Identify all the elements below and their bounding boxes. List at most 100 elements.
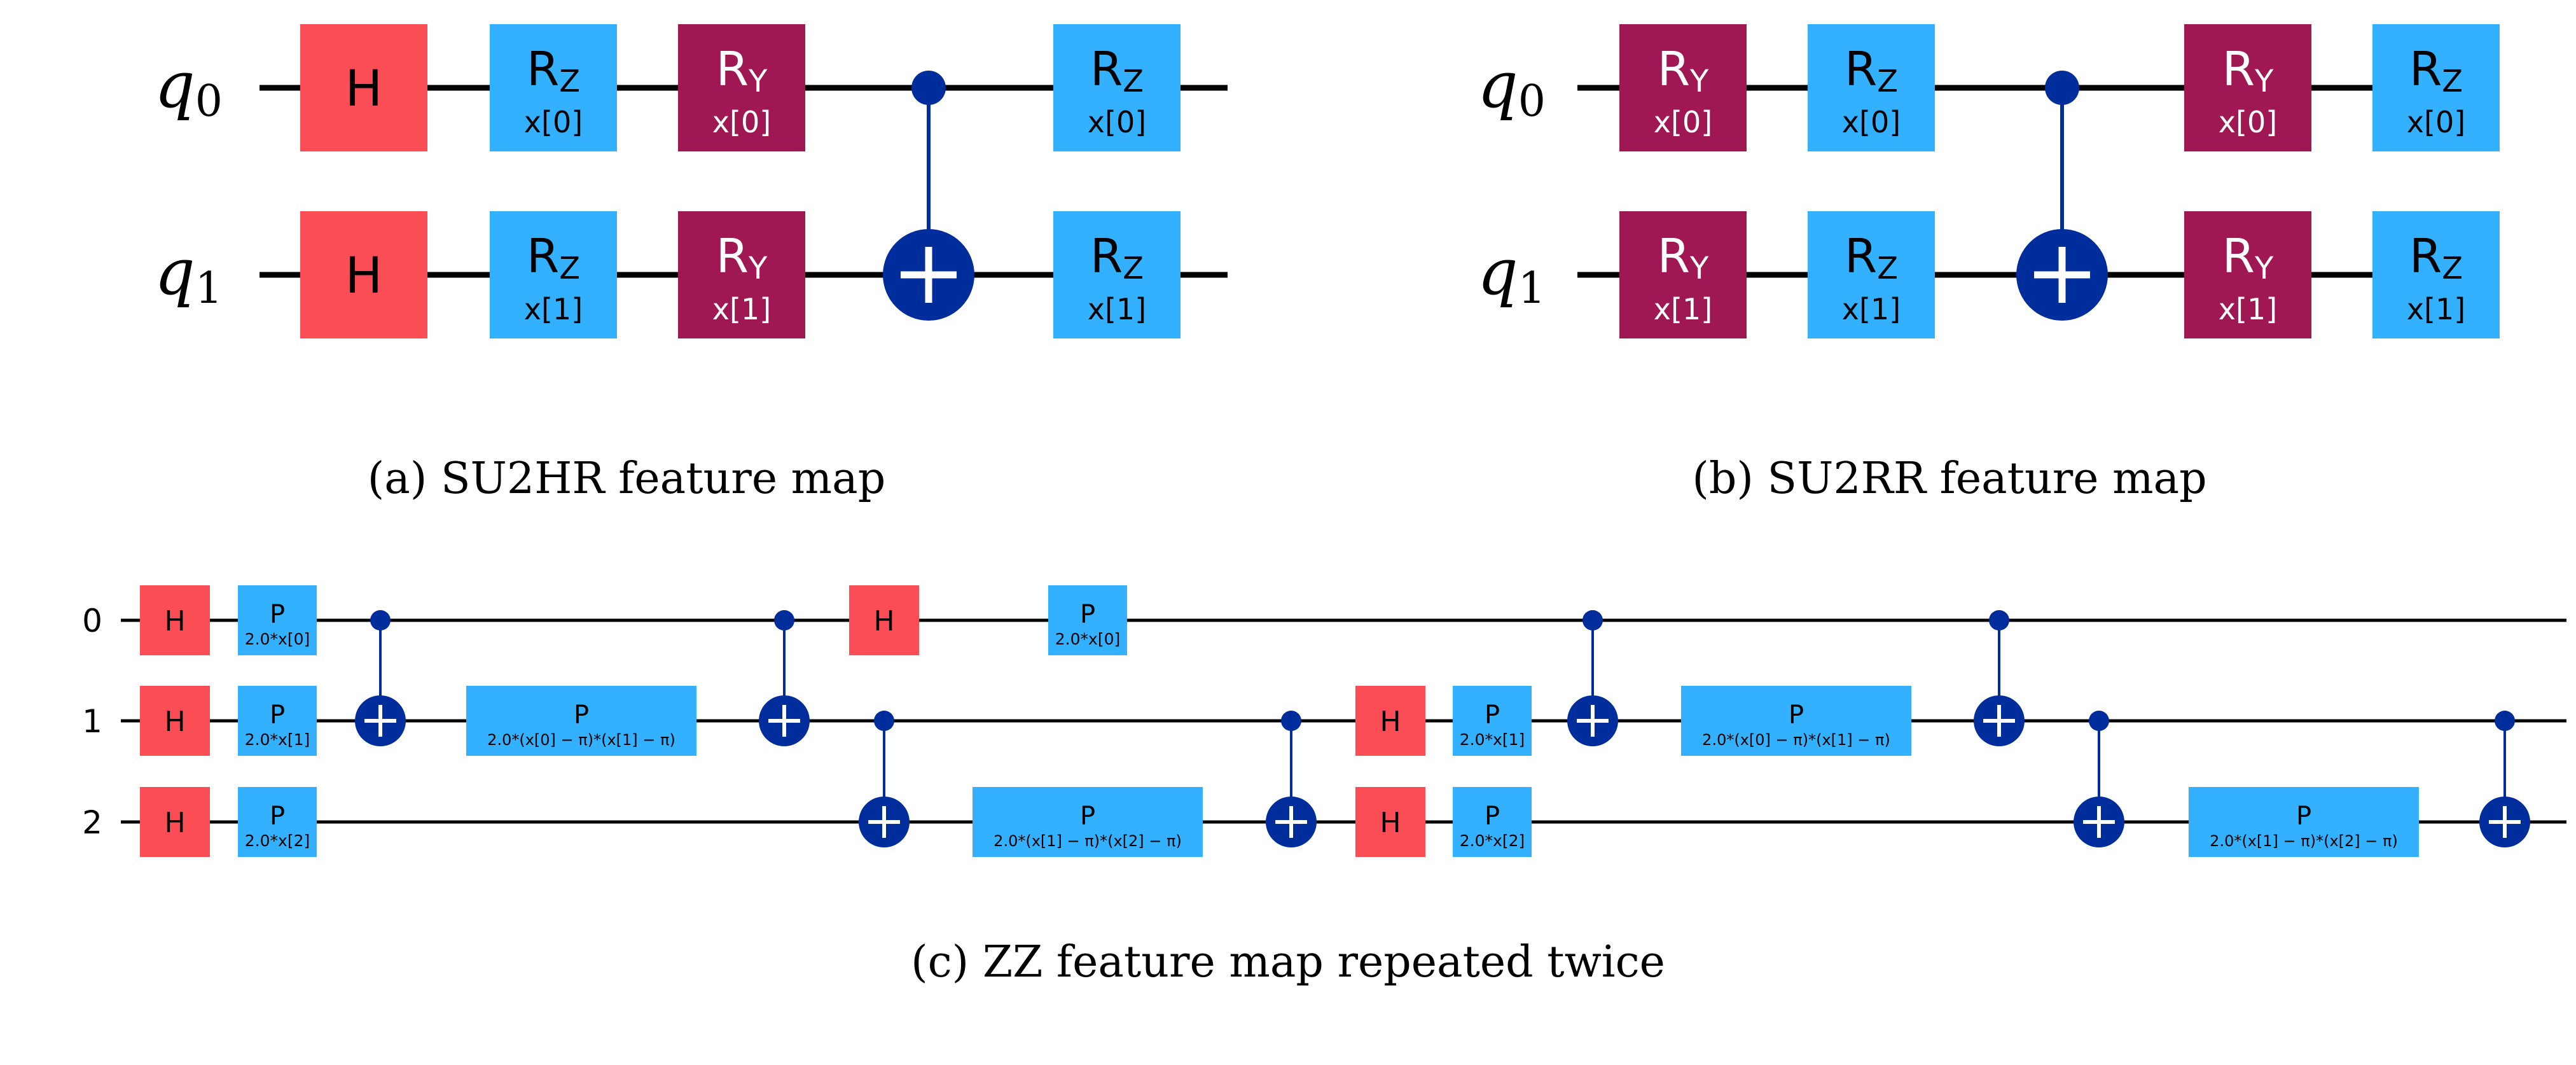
panel-a-su2hr-circuit: q0q1HHRZx[0]RZx[1]RYx[0]RYx[1]RZx[0]RZx[… bbox=[155, 24, 1228, 338]
gate-label: RY bbox=[1658, 229, 1709, 286]
gate-label: RZ bbox=[1845, 42, 1898, 99]
gate-ry: RYx[1] bbox=[678, 211, 805, 338]
gate-label: RY bbox=[1658, 42, 1709, 99]
qubit-label-1: q1 bbox=[1478, 235, 1546, 314]
gate-ry: RYx[0] bbox=[2184, 24, 2311, 151]
gate-box bbox=[140, 585, 210, 655]
gate-rz: RZ x[1] bbox=[1053, 211, 1181, 338]
gate-box bbox=[300, 211, 427, 338]
gate-param: x[0] bbox=[1654, 105, 1712, 139]
gate-rz: RZx[1] bbox=[2372, 211, 2500, 338]
gate-label: P bbox=[270, 700, 285, 730]
gate-param: 2.0*x[0] bbox=[1055, 630, 1120, 648]
panel-b-su2rr-circuit: q0q1RYx[0]RYx[1]RZx[0]RZx[1]RYx[0]RYx[1]… bbox=[1478, 24, 2500, 338]
gate-box bbox=[1355, 686, 1425, 756]
cnot-control-dot bbox=[1989, 610, 2009, 630]
gate-p: P2.0*x[1] bbox=[238, 686, 317, 756]
gate-label: P bbox=[2296, 802, 2311, 831]
gate-label: H bbox=[345, 60, 383, 118]
gate-label: RY bbox=[716, 42, 768, 99]
gate-p: P2.0*x[2] bbox=[1453, 787, 1532, 857]
gate-box bbox=[678, 24, 805, 151]
gate-ry: RYx[1] bbox=[2184, 211, 2311, 338]
gate-h: H bbox=[1355, 787, 1425, 857]
panel-c-zz-circuit: 012HHHP2.0*x[0]P2.0*x[1]P2.0*x[2]P2.0*(x… bbox=[82, 585, 2566, 857]
gate-p: P2.0*x[0] bbox=[238, 585, 317, 655]
gate-h: H bbox=[300, 24, 427, 151]
gate-label: RZ bbox=[527, 229, 580, 286]
gate-box bbox=[678, 211, 805, 338]
gate-h: H bbox=[140, 686, 210, 756]
gate-label: P bbox=[1485, 802, 1500, 831]
gate-box bbox=[1453, 787, 1532, 857]
gate-param: 2.0*(x[0] − π)*(x[1] − π) bbox=[1702, 731, 1890, 749]
gate-label: P bbox=[1789, 700, 1804, 730]
gate-label: RY bbox=[2222, 229, 2274, 286]
cnot-control-dot bbox=[874, 711, 894, 731]
gate-box bbox=[849, 585, 919, 655]
gate-label: H bbox=[345, 247, 383, 305]
qubit-label-0: 0 bbox=[82, 602, 102, 639]
gate-p: P2.0*x[0] bbox=[1048, 585, 1127, 655]
gate-p: P2.0*(x[1] − π)*(x[2] − π) bbox=[2189, 787, 2419, 857]
qubit-label-2: 2 bbox=[82, 804, 102, 841]
gate-h: H bbox=[1355, 686, 1425, 756]
gate-box bbox=[2372, 24, 2500, 151]
gate-rz: RZ x[0] bbox=[1808, 24, 1935, 151]
gate-label: RZ bbox=[1845, 229, 1898, 286]
gate-label: RZ bbox=[2409, 229, 2463, 286]
gate-box bbox=[140, 686, 210, 756]
gate-h: H bbox=[849, 585, 919, 655]
gate-label: P bbox=[1485, 700, 1500, 730]
gate-label: H bbox=[164, 807, 185, 839]
gate-box bbox=[1808, 211, 1935, 338]
gate-label: RZ bbox=[1090, 229, 1144, 286]
gate-param: x[1] bbox=[712, 292, 771, 326]
qubit-label-1: 1 bbox=[82, 703, 102, 740]
cnot-control-dot bbox=[2089, 711, 2109, 731]
gate-param: x[0] bbox=[1842, 105, 1901, 139]
gate-box bbox=[238, 787, 317, 857]
cnot-control-dot bbox=[2495, 711, 2515, 731]
gate-rz: RZ x[1] bbox=[1808, 211, 1935, 338]
gate-param: x[0] bbox=[712, 105, 771, 139]
gate-param: x[1] bbox=[524, 292, 583, 326]
cnot-control-dot bbox=[1281, 711, 1301, 731]
gate-label: H bbox=[1380, 807, 1401, 839]
gate-label: H bbox=[873, 605, 894, 637]
caption-b: (b) SU2RR feature map bbox=[1692, 454, 2206, 504]
gate-box bbox=[1681, 686, 1911, 756]
gate-label: RZ bbox=[527, 42, 580, 99]
gate-p: P2.0*(x[1] − π)*(x[2] − π) bbox=[973, 787, 1203, 857]
qubit-label-0: q0 bbox=[155, 48, 223, 127]
gate-label: RZ bbox=[1090, 42, 1144, 99]
gate-h: H bbox=[300, 211, 427, 338]
gate-param: 2.0*(x[1] − π)*(x[2] − π) bbox=[2210, 832, 2398, 850]
gate-param: 2.0*(x[1] − π)*(x[2] − π) bbox=[994, 832, 1182, 850]
gate-p: P2.0*x[2] bbox=[238, 787, 317, 857]
cnot-control-dot bbox=[1582, 610, 1603, 630]
gate-box bbox=[2189, 787, 2419, 857]
gate-label: P bbox=[574, 700, 589, 730]
gate-p: P2.0*(x[0] − π)*(x[1] − π) bbox=[466, 686, 696, 756]
gate-ry: RYx[1] bbox=[1619, 211, 1747, 338]
gate-box bbox=[2184, 211, 2311, 338]
gate-h: H bbox=[140, 585, 210, 655]
caption-c: (c) ZZ feature map repeated twice bbox=[911, 937, 1665, 987]
gate-box bbox=[1619, 24, 1747, 151]
gate-param: x[1] bbox=[1088, 292, 1146, 326]
gate-label: RZ bbox=[2409, 42, 2463, 99]
gate-box bbox=[140, 787, 210, 857]
gate-box bbox=[1053, 211, 1181, 338]
gate-label: P bbox=[270, 600, 285, 629]
gate-box bbox=[1808, 24, 1935, 151]
cnot-control-dot bbox=[774, 610, 794, 630]
gate-param: x[1] bbox=[1842, 292, 1901, 326]
caption-a: (a) SU2HR feature map bbox=[368, 454, 885, 504]
gate-ry: RY x[0] bbox=[678, 24, 805, 151]
gate-param: 2.0*x[2] bbox=[1460, 832, 1525, 850]
gate-label: P bbox=[1080, 802, 1095, 831]
gate-box bbox=[490, 24, 617, 151]
cnot-control-dot bbox=[2045, 71, 2079, 105]
gate-rz: RZx[0] bbox=[2372, 24, 2500, 151]
